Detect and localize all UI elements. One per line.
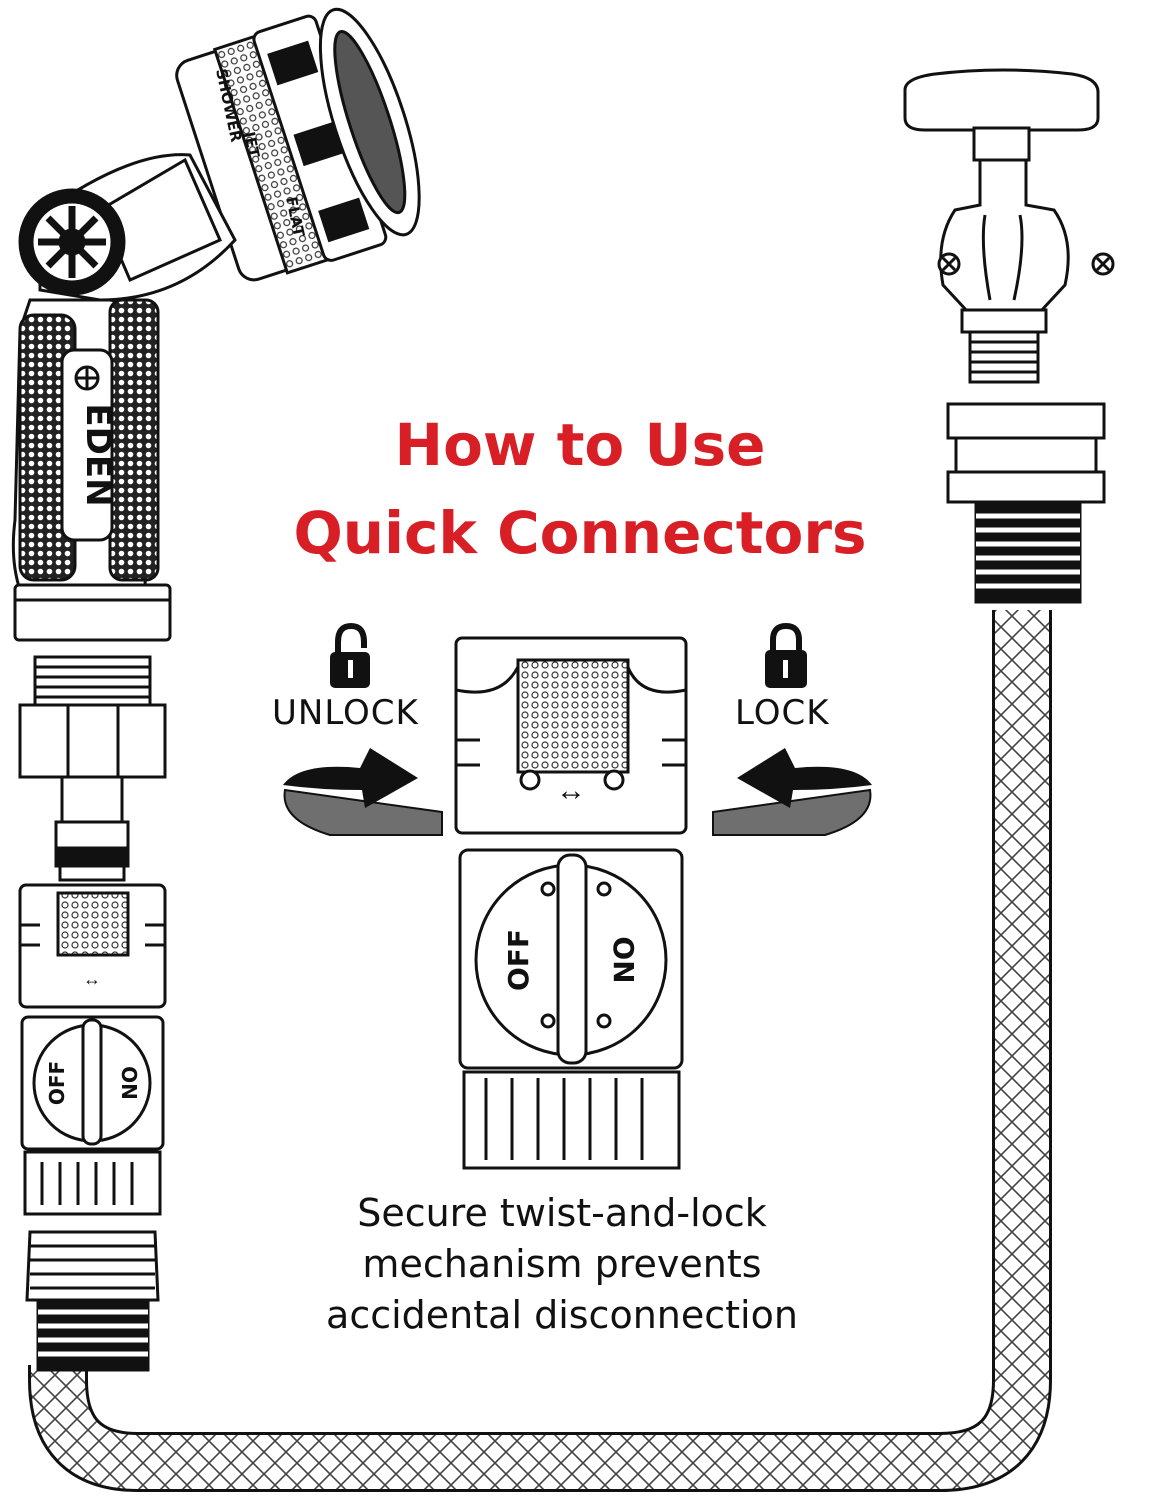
caption-line-2: mechanism prevents bbox=[362, 1242, 762, 1286]
water-spigot bbox=[903, 68, 1115, 604]
brand-text: EDEN bbox=[78, 403, 118, 506]
large-quick-connector: ↔ bbox=[454, 636, 688, 1170]
nozzle-adapter bbox=[18, 655, 167, 882]
title-line-2: Quick Connectors bbox=[293, 499, 867, 567]
small-quick-connector: ↔ bbox=[18, 883, 167, 1216]
garden-hose bbox=[28, 610, 1052, 1492]
unlock-label: UNLOCK bbox=[272, 693, 419, 733]
large-on-label: ON bbox=[607, 936, 640, 983]
open-padlock-icon bbox=[330, 622, 370, 688]
svg-text:↔: ↔ bbox=[83, 969, 101, 989]
caption-line-1: Secure twist-and-lock bbox=[357, 1191, 767, 1235]
large-off-label: OFF bbox=[502, 929, 535, 991]
small-off-label: OFF bbox=[45, 1061, 69, 1105]
svg-text:↔: ↔ bbox=[556, 774, 586, 807]
lock-label: LOCK bbox=[735, 693, 830, 733]
title-line-1: How to Use bbox=[394, 411, 766, 479]
spray-nozzle bbox=[11, 7, 421, 642]
caption-line-3: accidental disconnection bbox=[326, 1293, 798, 1337]
mode-label-jet: JET bbox=[240, 129, 263, 160]
small-on-label: ON bbox=[117, 1066, 141, 1100]
closed-padlock-icon bbox=[765, 622, 807, 688]
hose-fitting bbox=[25, 1230, 160, 1372]
lock-rotation-arrow-icon bbox=[712, 748, 872, 836]
unlock-rotation-arrow-icon bbox=[283, 748, 443, 836]
